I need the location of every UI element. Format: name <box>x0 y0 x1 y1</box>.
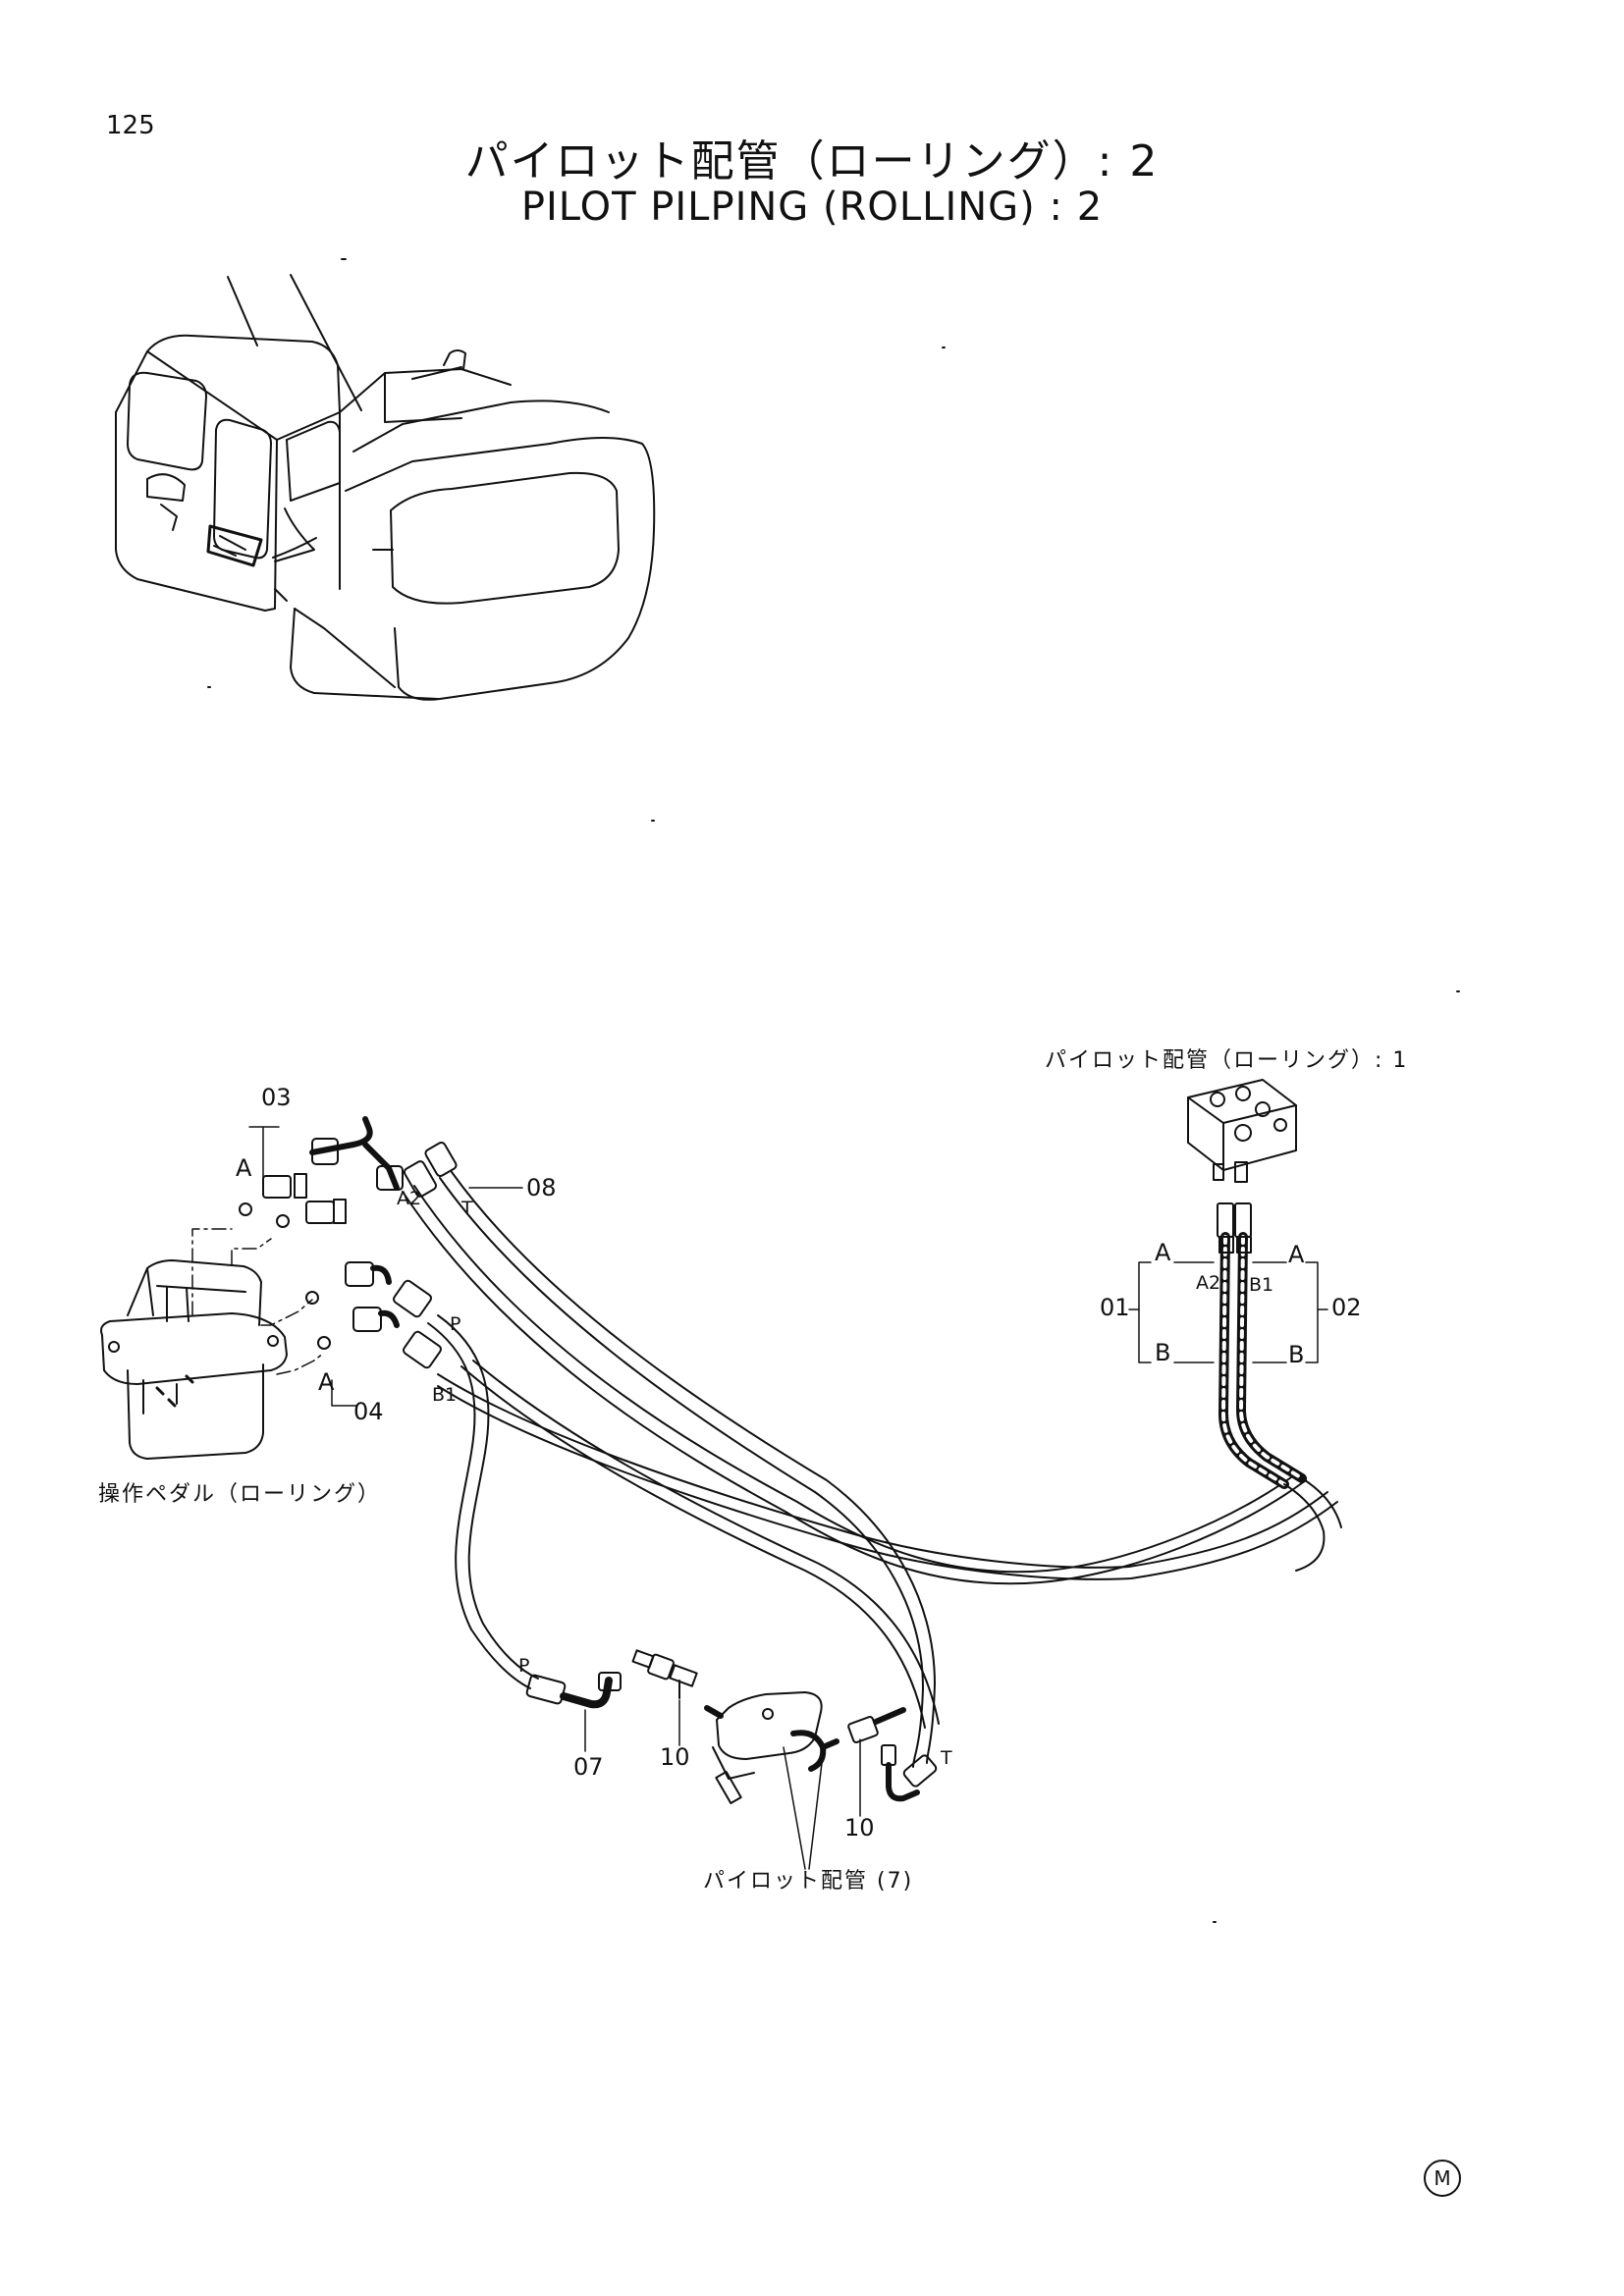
port-label-a: A <box>236 1154 252 1182</box>
pilot-hoses <box>402 1171 1338 1768</box>
callout-08: 08 <box>526 1174 557 1201</box>
ref-label-control-pedal: 操作ペダル（ローリング） <box>98 1482 382 1507</box>
port-label-a2: A2 <box>1196 1272 1221 1294</box>
port-label-a: A <box>318 1368 335 1396</box>
callout-10: 10 <box>844 1814 875 1842</box>
port-label-a: A <box>1288 1241 1305 1268</box>
callout-01: 01 <box>1100 1294 1130 1321</box>
corner-m-mark: M <box>1424 2160 1461 2197</box>
port-label-a: A <box>1155 1239 1171 1266</box>
port-label-t: T <box>461 1198 473 1219</box>
port-label-p: P <box>518 1655 530 1677</box>
pilot-block-illustration <box>1187 1079 1297 1183</box>
page-number: 125 <box>106 111 155 140</box>
port-label-b1: B1 <box>1249 1274 1274 1296</box>
excavator-overview-illustration <box>115 274 656 701</box>
scan-specks <box>207 258 1460 1923</box>
leader-lines <box>248 1126 1328 1870</box>
port-label-t: T <box>941 1747 952 1769</box>
title-english: PILOT PILPING (ROLLING) : 2 <box>520 185 1104 230</box>
port-label-a2: A2 <box>397 1188 422 1209</box>
spiral-guard-hoses <box>1217 1202 1342 1572</box>
port-label-b1: B1 <box>432 1384 458 1406</box>
callout-03: 03 <box>261 1084 292 1111</box>
callout-10: 10 <box>660 1743 690 1771</box>
title-japanese: パイロット配管（ローリング）: 2 <box>464 136 1160 187</box>
ref-label-pilot-piping-1: パイロット配管（ローリング）: 1 <box>1045 1048 1409 1073</box>
port-label-p: P <box>450 1313 461 1335</box>
ref-label-pilot-piping-7: パイロット配管 (7) <box>703 1869 914 1894</box>
control-pedal-illustration <box>100 1228 325 1460</box>
callout-04: 04 <box>353 1398 384 1425</box>
port-label-b: B <box>1155 1339 1171 1366</box>
callout-07: 07 <box>573 1753 604 1781</box>
port-label-b: B <box>1288 1341 1305 1368</box>
pilot-valve-assembly <box>525 1649 938 1804</box>
pedal-fittings <box>239 1116 458 1369</box>
callout-02: 02 <box>1331 1294 1362 1321</box>
